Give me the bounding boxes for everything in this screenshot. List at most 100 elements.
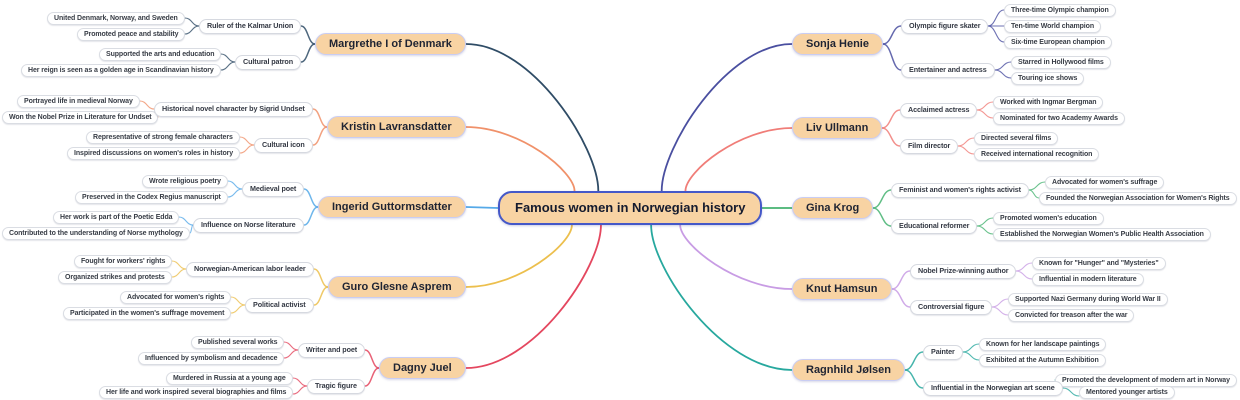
topic-node[interactable]: Olympic figure skater xyxy=(901,18,989,34)
leaf-node[interactable]: Touring ice shows xyxy=(1011,71,1085,85)
leaf-node[interactable]: Preserved in the Codex Regius manuscript xyxy=(75,190,228,204)
branch-link xyxy=(1062,387,1080,397)
leaf-node[interactable]: Published several works xyxy=(191,335,285,349)
leaf-node[interactable]: Starred in Hollywood films xyxy=(1011,55,1111,69)
leaf-node[interactable]: Her reign is seen as a golden age in Sca… xyxy=(21,63,221,77)
topic-node[interactable]: Historical novel character by Sigrid Und… xyxy=(154,101,313,117)
branch-link xyxy=(650,224,793,371)
leaf-node[interactable]: Promoted the development of modern art i… xyxy=(1055,373,1237,387)
leaf-node[interactable]: Participated in the women's suffrage mov… xyxy=(63,306,232,320)
topic-node[interactable]: Cultural icon xyxy=(254,137,313,153)
topic-node[interactable]: Educational reformer xyxy=(891,218,978,234)
topic-node[interactable]: Influential in the Norwegian art scene xyxy=(923,380,1063,396)
branch-link xyxy=(987,9,1005,27)
person-node[interactable]: Gina Krog xyxy=(792,197,874,219)
branch-link xyxy=(313,286,329,306)
branch-link xyxy=(239,144,255,154)
topic-node[interactable]: Painter xyxy=(923,344,963,360)
leaf-node[interactable]: Supported the arts and education xyxy=(99,47,222,61)
branch-link xyxy=(292,377,308,387)
leaf-node[interactable]: Advocated for women's rights xyxy=(120,290,232,304)
leaf-node[interactable]: Contributed to the understanding of Nors… xyxy=(2,226,190,240)
leaf-node[interactable]: Fought for workers' rights xyxy=(74,254,173,268)
branch-link xyxy=(465,224,602,369)
leaf-node[interactable]: Her work is part of the Poetic Edda xyxy=(53,210,180,224)
leaf-node[interactable]: Founded the Norwegian Association for Wo… xyxy=(1039,191,1237,205)
leaf-node[interactable]: Promoted peace and stability xyxy=(77,27,186,41)
branch-link xyxy=(660,43,793,192)
topic-node[interactable]: Entertainer and actress xyxy=(901,62,995,78)
topic-node[interactable]: Acclaimed actress xyxy=(900,102,978,118)
branch-link xyxy=(882,43,902,71)
branch-link xyxy=(994,61,1012,71)
leaf-node[interactable]: Her life and work inspired several biogr… xyxy=(99,386,294,399)
leaf-node[interactable]: Known for her landscape paintings xyxy=(979,337,1107,351)
branch-link xyxy=(962,351,980,361)
leaf-node[interactable]: Influential in modern literature xyxy=(1032,272,1144,286)
topic-node[interactable]: Norwegian-American labor leader xyxy=(186,261,314,277)
topic-node[interactable]: Film director xyxy=(900,138,959,154)
leaf-node[interactable]: Advocated for women's suffrage xyxy=(1045,175,1165,189)
leaf-node[interactable]: Directed several films xyxy=(974,131,1059,145)
leaf-node[interactable]: United Denmark, Norway, and Sweden xyxy=(47,11,185,25)
leaf-node[interactable]: Influenced by symbolism and decadence xyxy=(138,351,285,365)
topic-node[interactable]: Writer and poet xyxy=(298,342,366,358)
branch-link xyxy=(178,216,194,226)
topic-node[interactable]: Tragic figure xyxy=(307,378,365,394)
branch-link xyxy=(189,224,194,234)
leaf-node[interactable]: Ten-time World champion xyxy=(1004,19,1101,33)
root-node[interactable]: Famous women in Norwegian history xyxy=(498,191,763,225)
leaf-node[interactable]: Inspired discussions on women's roles in… xyxy=(67,146,241,160)
person-node[interactable]: Ingerid Guttormsdatter xyxy=(318,196,466,218)
leaf-node[interactable]: Organized strikes and protests xyxy=(58,270,172,284)
branch-link xyxy=(230,296,246,306)
branch-link xyxy=(283,349,299,359)
leaf-node[interactable]: Promoted women's education xyxy=(993,211,1104,225)
branch-link xyxy=(184,25,200,35)
person-node[interactable]: Liv Ullmann xyxy=(792,117,883,139)
person-node[interactable]: Dagny Juel xyxy=(379,357,466,379)
branch-link xyxy=(1015,270,1033,280)
branch-link xyxy=(976,101,994,111)
branch-link xyxy=(465,126,576,192)
person-node[interactable]: Guro Glesne Asprem xyxy=(328,276,466,298)
leaf-node[interactable]: Supported Nazi Germany during World War … xyxy=(1008,292,1168,306)
branch-link xyxy=(171,260,187,270)
person-node[interactable]: Knut Hamsun xyxy=(792,278,892,300)
leaf-node[interactable]: Six-time European champion xyxy=(1004,35,1112,49)
branch-link xyxy=(891,288,911,308)
leaf-node[interactable]: Murdered in Russia at a young age xyxy=(166,371,293,385)
branch-link xyxy=(465,206,499,209)
leaf-node[interactable]: Worked with Ingmar Bergman xyxy=(993,95,1104,109)
person-node[interactable]: Margrethe I of Denmark xyxy=(315,33,466,55)
topic-node[interactable]: Nobel Prize-winning author xyxy=(910,263,1017,279)
topic-node[interactable]: Political activist xyxy=(245,297,314,313)
leaf-node[interactable]: Nominated for two Academy Awards xyxy=(993,111,1125,125)
leaf-node[interactable]: Received international recognition xyxy=(974,147,1100,161)
leaf-node[interactable]: Known for "Hunger" and "Mysteries" xyxy=(1032,256,1166,270)
person-node[interactable]: Kristin Lavransdatter xyxy=(327,116,466,138)
leaf-node[interactable]: Won the Nobel Prize in Literature for Un… xyxy=(2,110,159,124)
person-node[interactable]: Sonja Henie xyxy=(792,33,883,55)
leaf-node[interactable]: Mentored younger artists xyxy=(1079,386,1175,399)
leaf-node[interactable]: Convicted for treason after the war xyxy=(1008,308,1135,322)
branch-link xyxy=(881,127,901,147)
leaf-node[interactable]: Wrote religious poetry xyxy=(142,174,228,188)
leaf-node[interactable]: Exhibited at the Autumn Exhibition xyxy=(979,353,1106,367)
leaf-node[interactable]: Three-time Olympic champion xyxy=(1004,3,1116,17)
topic-node[interactable]: Ruler of the Kalmar Union xyxy=(199,18,302,34)
topic-node[interactable]: Cultural patron xyxy=(235,54,302,70)
leaf-node[interactable]: Portrayed life in medieval Norway xyxy=(17,94,140,108)
branch-link xyxy=(1015,262,1033,272)
branch-link xyxy=(872,207,892,227)
leaf-node[interactable]: Representative of strong female characte… xyxy=(86,130,240,144)
topic-node[interactable]: Feminist and women's rights activist xyxy=(891,182,1029,198)
topic-node[interactable]: Controversial figure xyxy=(910,299,993,315)
leaf-node[interactable]: Established the Norwegian Women's Public… xyxy=(993,227,1211,241)
topic-node[interactable]: Medieval poet xyxy=(242,181,305,197)
topic-node[interactable]: Influence on Norse literature xyxy=(193,217,304,233)
branch-link xyxy=(239,136,255,146)
branch-link xyxy=(465,224,573,288)
person-node[interactable]: Ragnhild Jølsen xyxy=(792,359,905,381)
